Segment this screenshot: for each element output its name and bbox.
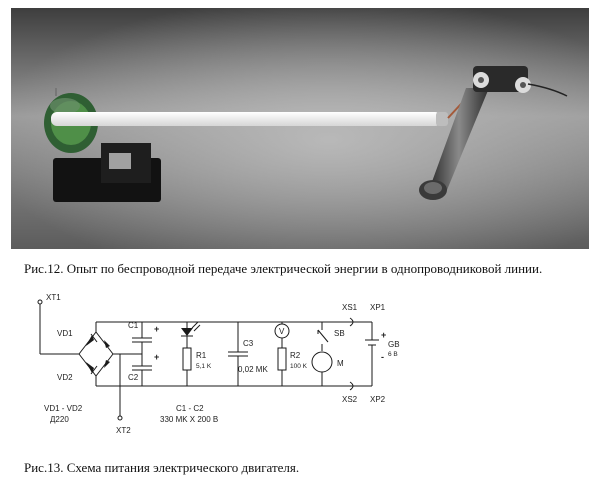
label-vd1: VD1: [57, 329, 73, 338]
label-sb: SB: [334, 329, 345, 338]
capacitors-c1-c2: [120, 322, 152, 386]
label-vd-type: Д220: [50, 415, 69, 424]
label-c-value: 330 MK X 200 B: [160, 415, 218, 424]
capacitor-c3: [228, 322, 248, 386]
label-c-range: C1 - C2: [176, 404, 204, 413]
label-xp1: XP1: [370, 303, 386, 312]
label-r1: R1: [196, 351, 207, 360]
led-r1-branch: [181, 321, 201, 386]
label-c2: C2: [128, 373, 139, 382]
label-r2-value: 100 K: [290, 363, 308, 370]
battery-minus: -: [381, 352, 384, 362]
label-r1-value: 5,1 K: [196, 363, 212, 370]
label-xs2: XS2: [342, 395, 358, 404]
diode-bridge: [78, 322, 121, 416]
c2-plus: +: [154, 352, 159, 362]
label-xp2: XP2: [370, 395, 386, 404]
label-gb: GB: [388, 340, 400, 349]
label-motor: M: [337, 359, 344, 368]
figure-13-caption: Рис.13. Схема питания электрического дви…: [24, 460, 300, 475]
label-gb-value: 6 B: [388, 351, 398, 358]
label-voltmeter: V: [279, 327, 285, 336]
c1-plus: +: [154, 324, 159, 334]
switch-motor-branch: [311, 322, 333, 386]
terminal-xt1: [37, 299, 79, 355]
motor-icon: [311, 351, 333, 373]
label-xt1: XT1: [46, 293, 61, 302]
label-r2: R2: [290, 351, 301, 360]
label-xs1: XS1: [342, 303, 358, 312]
label-c3-value: 0,02 MK: [238, 365, 268, 374]
terminal-xt2: [117, 415, 123, 421]
motor-power-schematic: XT1 VD1 VD2 XT2 C1 C2 + +: [37, 293, 400, 435]
experiment-photo: [11, 8, 589, 249]
label-vd2: VD2: [57, 373, 73, 382]
label-xt2: XT2: [116, 426, 131, 435]
metal-stand: [419, 66, 568, 200]
label-c1: C1: [128, 321, 139, 330]
battery-plus: +: [381, 330, 386, 340]
label-c3: C3: [243, 339, 254, 348]
label-vd-range: VD1 - VD2: [44, 404, 83, 413]
voltmeter-r2-branch: [274, 322, 290, 386]
battery-connectors: [349, 317, 379, 391]
figure-12-caption: Рис.12. Опыт по беспроводной передаче эл…: [24, 261, 543, 276]
